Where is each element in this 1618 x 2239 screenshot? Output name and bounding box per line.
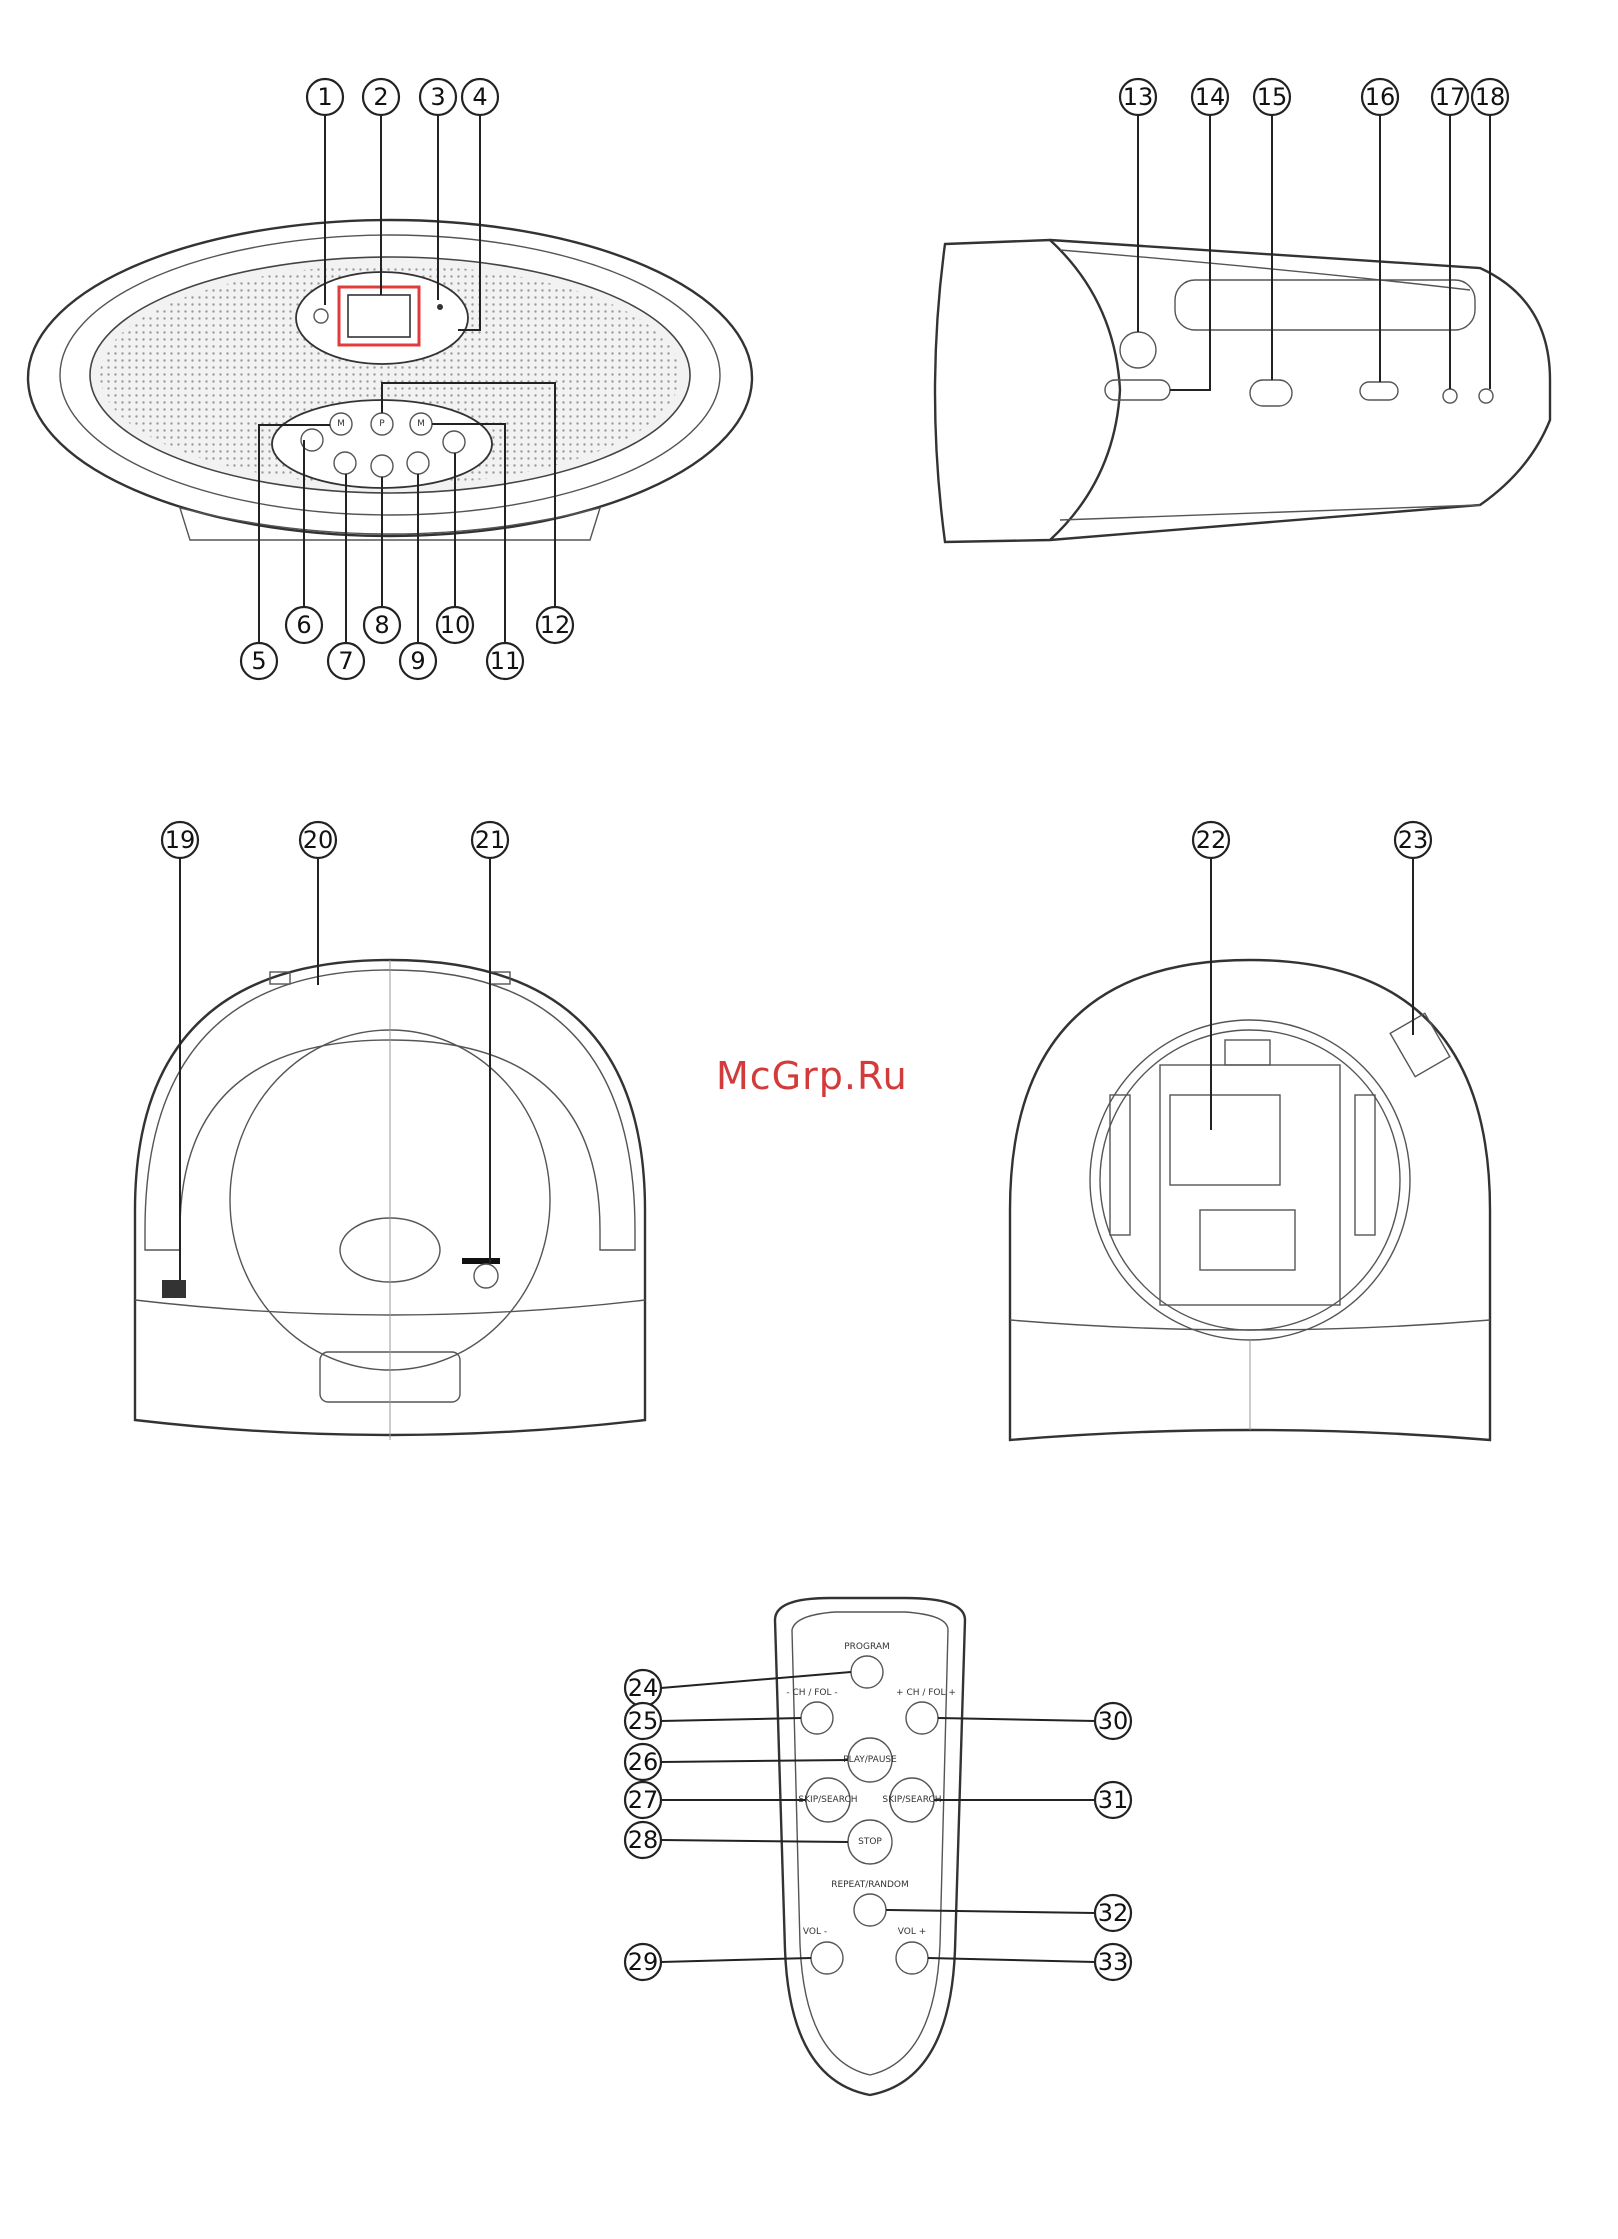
leader-line-29 bbox=[661, 1958, 811, 1962]
callout-number: 20 bbox=[303, 826, 334, 854]
leader-line-33 bbox=[928, 1958, 1095, 1962]
callout-29: 29 bbox=[625, 1944, 661, 1980]
watermark: McGrp.Ru bbox=[716, 1054, 908, 1098]
callout-number: 5 bbox=[251, 647, 266, 675]
callout-22: 22 bbox=[1193, 822, 1229, 858]
callout-32: 32 bbox=[1095, 1895, 1131, 1931]
callout-9: 9 bbox=[400, 643, 436, 679]
callout-11: 11 bbox=[487, 643, 523, 679]
callout-number: 28 bbox=[628, 1826, 659, 1854]
svg-text:M: M bbox=[417, 419, 425, 429]
callout-number: 32 bbox=[1098, 1899, 1129, 1927]
callout-19: 19 bbox=[162, 822, 198, 858]
callout-number: 33 bbox=[1098, 1948, 1129, 1976]
callout-number: 31 bbox=[1098, 1786, 1129, 1814]
callout-6: 6 bbox=[286, 607, 322, 643]
callout-number: 18 bbox=[1475, 83, 1506, 111]
callout-number: 7 bbox=[338, 647, 353, 675]
remote-label-skip-left: SKIP/SEARCH bbox=[798, 1795, 857, 1805]
callout-26: 26 bbox=[625, 1744, 661, 1780]
remote-label-program: PROGRAM bbox=[844, 1642, 890, 1652]
callout-number: 30 bbox=[1098, 1707, 1129, 1735]
callout-33: 33 bbox=[1095, 1944, 1131, 1980]
callout-number: 2 bbox=[373, 83, 388, 111]
leader-line-14 bbox=[1170, 115, 1210, 390]
callout-number: 12 bbox=[540, 611, 571, 639]
callout-number: 1 bbox=[317, 83, 332, 111]
callout-number: 21 bbox=[475, 826, 506, 854]
callout-12: 12 bbox=[537, 607, 573, 643]
callout-number: 3 bbox=[430, 83, 445, 111]
callout-number: 4 bbox=[472, 83, 487, 111]
callout-1: 1 bbox=[307, 79, 343, 115]
callout-number: 17 bbox=[1435, 83, 1466, 111]
callout-7: 7 bbox=[328, 643, 364, 679]
callout-21: 21 bbox=[472, 822, 508, 858]
callout-10: 10 bbox=[437, 607, 473, 643]
callout-4: 4 bbox=[462, 79, 498, 115]
callout-14: 14 bbox=[1192, 79, 1228, 115]
callout-number: 15 bbox=[1257, 83, 1288, 111]
callout-number: 8 bbox=[374, 611, 389, 639]
remote-label-stop: STOP bbox=[858, 1837, 882, 1847]
side-view bbox=[935, 240, 1550, 542]
callout-18: 18 bbox=[1472, 79, 1508, 115]
remote-label-skip-right: SKIP/SEARCH bbox=[882, 1795, 941, 1805]
callout-number: 22 bbox=[1196, 826, 1227, 854]
callout-31: 31 bbox=[1095, 1782, 1131, 1818]
callout-number: 26 bbox=[628, 1748, 659, 1776]
remote-label-plus-ch: + CH / FOL + bbox=[896, 1688, 956, 1698]
callout-8: 8 bbox=[364, 607, 400, 643]
callout-20: 20 bbox=[300, 822, 336, 858]
callout-number: 25 bbox=[628, 1707, 659, 1735]
callout-number: 24 bbox=[628, 1674, 659, 1702]
top-view bbox=[135, 960, 645, 1440]
leader-line-28 bbox=[661, 1840, 848, 1842]
callout-30: 30 bbox=[1095, 1703, 1131, 1739]
callout-16: 16 bbox=[1362, 79, 1398, 115]
callout-23: 23 bbox=[1395, 822, 1431, 858]
callout-15: 15 bbox=[1254, 79, 1290, 115]
callout-number: 29 bbox=[628, 1948, 659, 1976]
remote-label-repeat: REPEAT/RANDOM bbox=[831, 1880, 909, 1890]
callout-24: 24 bbox=[625, 1670, 661, 1706]
callout-2: 2 bbox=[363, 79, 399, 115]
callout-5: 5 bbox=[241, 643, 277, 679]
leader-line-32 bbox=[886, 1910, 1095, 1913]
callout-number: 6 bbox=[296, 611, 311, 639]
callout-3: 3 bbox=[420, 79, 456, 115]
svg-text:M: M bbox=[337, 419, 345, 429]
callout-13: 13 bbox=[1120, 79, 1156, 115]
remote-label-play: PLAY/PAUSE bbox=[843, 1755, 897, 1765]
svg-text:P: P bbox=[379, 419, 385, 429]
callout-number: 19 bbox=[165, 826, 196, 854]
callout-number: 16 bbox=[1365, 83, 1396, 111]
leader-line-25 bbox=[661, 1718, 801, 1721]
callout-27: 27 bbox=[625, 1782, 661, 1818]
front-view: M P M bbox=[28, 220, 752, 540]
callout-25: 25 bbox=[625, 1703, 661, 1739]
leader-line-26 bbox=[661, 1760, 848, 1762]
bottom-view bbox=[1010, 960, 1490, 1440]
callout-number: 10 bbox=[440, 611, 471, 639]
callout-number: 13 bbox=[1123, 83, 1154, 111]
callout-number: 11 bbox=[490, 647, 521, 675]
remote-label-minus-ch: - CH / FOL - bbox=[786, 1688, 837, 1698]
callout-number: 9 bbox=[410, 647, 425, 675]
remote-control: PROGRAM - CH / FOL - + CH / FOL + PLAY/P… bbox=[775, 1598, 965, 2095]
remote-label-vol-minus: VOL - bbox=[803, 1927, 827, 1937]
callout-17: 17 bbox=[1432, 79, 1468, 115]
callout-number: 14 bbox=[1195, 83, 1226, 111]
remote-label-vol-plus: VOL + bbox=[898, 1927, 927, 1937]
leader-line-24 bbox=[661, 1672, 851, 1688]
callout-number: 27 bbox=[628, 1786, 659, 1814]
callout-28: 28 bbox=[625, 1822, 661, 1858]
callout-number: 23 bbox=[1398, 826, 1429, 854]
